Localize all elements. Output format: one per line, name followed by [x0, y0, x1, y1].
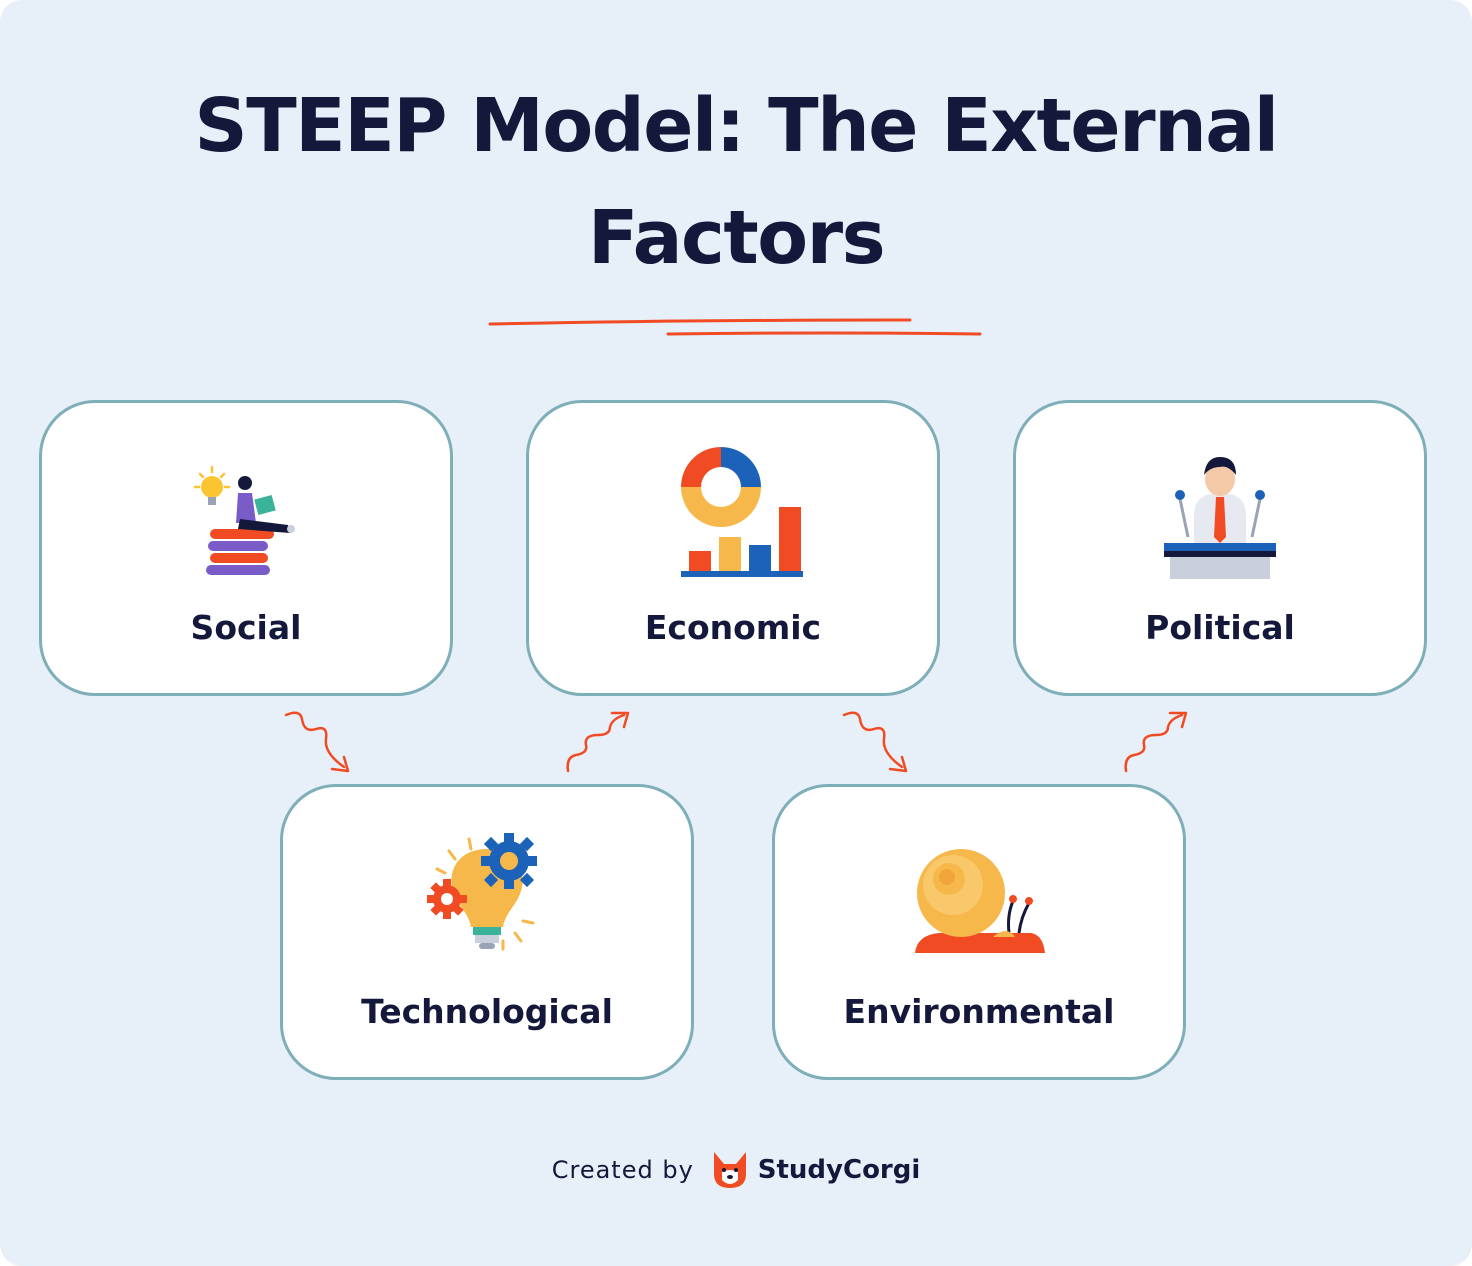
created-by-text: Created by	[551, 1156, 694, 1184]
card-environmental: Environmental	[772, 784, 1186, 1080]
squiggle-arrow-up-right-2	[1124, 711, 1188, 773]
squiggle-arrow-down-right-2	[842, 711, 908, 773]
speaker-at-podium-icon	[1164, 457, 1276, 579]
card-label-environmental: Environmental	[843, 992, 1115, 1031]
card-social: Social	[39, 400, 453, 696]
footer-credit: Created by StudyCorgi	[0, 1148, 1472, 1192]
snail-icon	[915, 849, 1045, 953]
brand-name: StudyCorgi	[757, 1155, 921, 1185]
card-economic: Economic	[526, 400, 940, 696]
lightbulb-with-gears-icon	[427, 833, 537, 951]
card-label-social: Social	[190, 608, 302, 647]
page-title: STEEP Model: The External Factors	[194, 83, 1279, 281]
card-political: Political	[1013, 400, 1427, 696]
card-technological: Technological	[280, 784, 694, 1080]
donut-and-bar-chart-icon	[681, 447, 803, 577]
person-reading-on-books-icon	[193, 465, 295, 575]
card-label-political: Political	[1145, 608, 1295, 647]
title-underline	[488, 318, 982, 336]
squiggle-arrow-up-right-1	[566, 711, 630, 773]
squiggle-arrow-down-right-1	[284, 711, 350, 773]
corgi-logo-icon	[713, 1152, 746, 1188]
card-label-technological: Technological	[361, 992, 613, 1031]
card-label-economic: Economic	[644, 608, 822, 647]
